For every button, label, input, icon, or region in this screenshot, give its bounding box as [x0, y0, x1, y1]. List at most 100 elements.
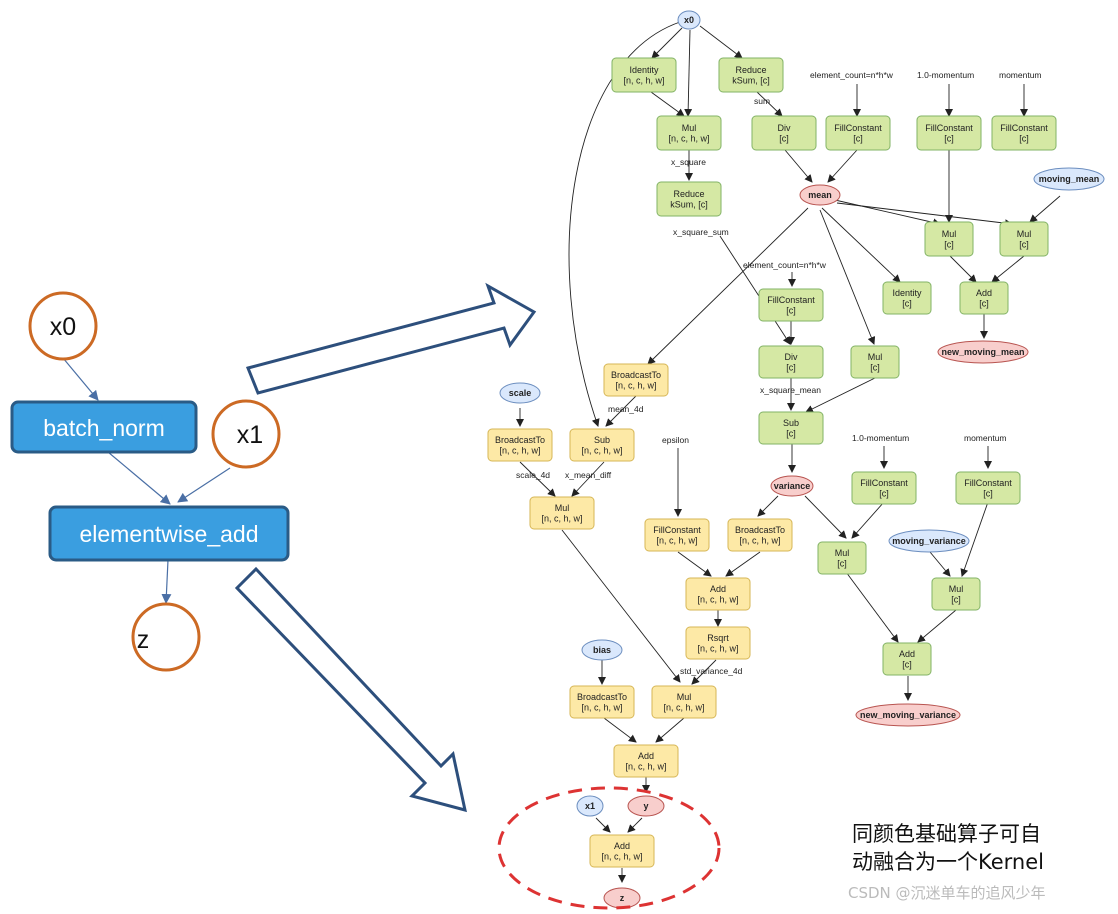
edge-label-x-square-sum: x_square_sum [673, 227, 729, 237]
node-add4: Add[n, c, h, w] [613, 744, 679, 778]
node-sub1-shape [569, 428, 635, 462]
node-fillc7: FillConstant[n, c, h, w] [644, 518, 710, 552]
left-x0-circle: x0 [28, 291, 98, 361]
edge-label-epsilon: epsilon [662, 435, 689, 445]
node-fillc6-shape [955, 471, 1021, 505]
node-fillc2-shape [916, 115, 982, 151]
node-fillc5-shape [851, 471, 917, 505]
node-mul7: Mul[n, c, h, w] [651, 685, 717, 719]
node-fillc7-shape [644, 518, 710, 552]
node-mulA-label-2: [c] [944, 239, 954, 249]
left-batch-norm-box: batch_norm [10, 400, 198, 454]
node-bias-shape [581, 639, 623, 661]
node-add2: Add[n, c, h, w] [685, 577, 751, 611]
node-x1-shape [576, 795, 604, 817]
node-reduce2-label-1: Reduce [673, 189, 704, 199]
node-sub2-shape [758, 411, 824, 445]
node-fillc7-label-2: [n, c, h, w] [656, 535, 697, 545]
node-z: z [603, 887, 641, 909]
node-fillc4-label-1: FillConstant [767, 295, 815, 305]
node-add4-shape [613, 744, 679, 778]
fused-output-dashed-ellipse [497, 786, 721, 910]
node-y-label-1: y [643, 801, 648, 811]
node-div2: Div[c] [758, 345, 824, 379]
edges [516, 21, 1061, 883]
edge-label-scale-4d: scale_4d [516, 470, 550, 480]
node-add3-label-2: [c] [902, 659, 912, 669]
node-mul6-label-1: Mul [949, 584, 964, 594]
node-div1: Div[c] [751, 115, 817, 151]
node-mul5-label-2: [c] [837, 558, 847, 568]
node-new-moving-mean: new_moving_mean [937, 340, 1029, 364]
node-add1: Add[c] [959, 281, 1009, 315]
node-identity1-label-2: [n, c, h, w] [623, 75, 664, 85]
left-batch-norm-label: batch_norm [43, 415, 164, 441]
edge-label-x-mean-diff: x_mean_diff [565, 470, 612, 480]
node-mul7-shape [651, 685, 717, 719]
node-add1-label-1: Add [976, 288, 992, 298]
edge-label-sum: sum [754, 96, 770, 106]
node-mul4-shape [529, 496, 595, 530]
node-add5: Add[n, c, h, w] [589, 834, 655, 868]
node-mul3-label-1: Mul [868, 352, 883, 362]
node-bcast-b-label-2: [n, c, h, w] [581, 702, 622, 712]
node-reduce2-label-2: kSum, [c] [670, 199, 708, 209]
node-bcast-s-label-2: [n, c, h, w] [499, 445, 540, 455]
node-fillc5-label-2: [c] [879, 488, 889, 498]
node-div1-shape [751, 115, 817, 151]
node-scale-shape [499, 382, 541, 404]
node-x0-shape [677, 10, 701, 30]
node-mul6: Mul[c] [931, 577, 981, 611]
node-mul3: Mul[c] [850, 345, 900, 379]
node-fillc4-shape [758, 288, 824, 322]
node-mulA-label-1: Mul [942, 229, 957, 239]
fusion-note-line2: 动融合为一个Kernel [852, 850, 1044, 874]
node-bcast1-shape [603, 363, 669, 397]
node-mul1-label-2: [n, c, h, w] [668, 133, 709, 143]
node-bias-label-1: bias [593, 645, 611, 655]
node-rsqrt-label-2: [n, c, h, w] [697, 643, 738, 653]
node-add5-shape [589, 834, 655, 868]
node-div2-shape [758, 345, 824, 379]
left-graph: x0 batch_norm x1 elementwise_add z [10, 291, 290, 672]
node-mulB-label-2: [c] [1019, 239, 1029, 249]
node-fillc1-label-2: [c] [853, 133, 863, 143]
node-reduce1-label-2: kSum, [c] [732, 75, 770, 85]
node-y: y [627, 795, 665, 817]
node-scale-label-1: scale [509, 388, 532, 398]
node-sub1-label-1: Sub [594, 435, 610, 445]
node-mul5: Mul[c] [817, 541, 867, 575]
node-mul5-label-1: Mul [835, 548, 850, 558]
fusion-note-line1: 同颜色基础算子可自 [852, 822, 1041, 846]
node-mul1-label-1: Mul [682, 123, 697, 133]
node-fillc6-label-2: [c] [983, 488, 993, 498]
node-div1-label-1: Div [778, 123, 791, 133]
node-reduce1-shape [718, 57, 784, 93]
node-x0: x0 [677, 10, 701, 30]
node-fillc4: FillConstant[c] [758, 288, 824, 322]
node-identity2-label-1: Identity [892, 288, 922, 298]
node-fillc2-label-2: [c] [944, 133, 954, 143]
node-moving-variance-shape [888, 529, 970, 553]
node-rsqrt: Rsqrt[n, c, h, w] [685, 626, 751, 660]
node-mul5-shape [817, 541, 867, 575]
node-moving-variance-label-1: moving_variance [892, 536, 966, 546]
left-x0-label: x0 [50, 313, 76, 341]
node-add5-label-1: Add [614, 841, 630, 851]
node-mul6-shape [931, 577, 981, 611]
edge-label-x-square: x_square [671, 157, 706, 167]
node-bcast-s-shape [487, 428, 553, 462]
node-mulA: Mul[c] [924, 221, 974, 257]
node-mean: mean [799, 184, 841, 206]
node-variance-shape [770, 475, 814, 497]
node-mul1-shape [656, 115, 722, 151]
node-new-moving-variance-label-1: new_moving_variance [860, 710, 956, 720]
node-mulB: Mul[c] [999, 221, 1049, 257]
node-add2-label-2: [n, c, h, w] [697, 594, 738, 604]
node-add3-label-1: Add [899, 649, 915, 659]
node-new-moving-mean-shape [937, 340, 1029, 364]
node-new-moving-variance-shape [855, 703, 961, 727]
node-y-shape [627, 795, 665, 817]
